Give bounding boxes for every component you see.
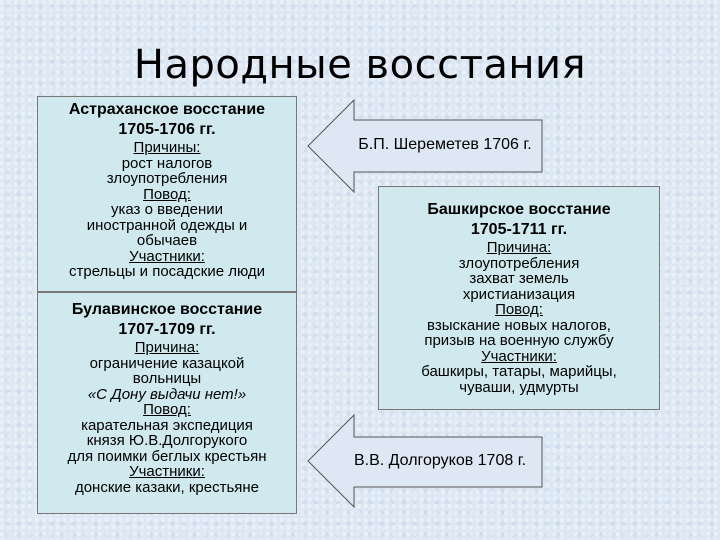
- astrakhan-years: 1705-1706 гг.: [118, 121, 216, 138]
- astrakhan-pretext-line: иностранной одежды и: [86, 216, 248, 234]
- astrakhan-pretext-line: обычаев: [136, 232, 198, 249]
- astrakhan-pretext-label: Повод:: [143, 185, 191, 203]
- bashkir-participants-line: башкиры, татары, марийцы,: [421, 363, 617, 380]
- left-arrow-bottom: [307, 413, 543, 509]
- bulavin-years: 1707-1709 гг.: [118, 321, 216, 338]
- astrakhan-participants-label: Участники:: [129, 247, 205, 265]
- bashkir-pretext-label: Повод:: [495, 301, 543, 318]
- page-title: Народные восстания: [133, 42, 587, 88]
- bashkir-name: Башкирское восстание: [427, 201, 611, 218]
- astrakhan-cause-line: рост налогов: [121, 154, 213, 172]
- bulavin-cause-line: вольницы: [132, 370, 202, 387]
- bulavin-pretext-line: князя Ю.В.Долгорукого: [86, 432, 248, 449]
- bashkir-cause-label: Причина:: [486, 239, 552, 256]
- bulavin-pretext-line: для поимки беглых крестьян: [67, 447, 267, 465]
- bashkir-participants-line: чуваши, удмурты: [459, 378, 579, 396]
- bulavin-cause-line: ограничение казацкой: [89, 354, 245, 372]
- astrakhan-uprising-box: Астраханское восстание 1705-1706 гг. При…: [37, 96, 297, 292]
- bashkir-uprising-box: Башкирское восстание 1705-1711 гг. Причи…: [378, 186, 660, 410]
- bashkir-cause-line: христианизация: [462, 285, 576, 303]
- bashkir-cause-line: захват земель: [469, 270, 569, 287]
- bashkir-years: 1705-1711 гг.: [470, 221, 568, 238]
- astrakhan-cause-line: злоупотребления: [106, 170, 228, 187]
- bashkir-participants-label: Участники:: [481, 347, 557, 365]
- bulavin-uprising-box: Булавинское восстание 1707-1709 гг. Прич…: [37, 292, 297, 514]
- astrakhan-participants: стрельцы и посадские люди: [68, 263, 266, 280]
- bashkir-pretext-line: взыскание новых налогов,: [427, 316, 611, 334]
- left-arrow-top: [307, 98, 543, 194]
- bulavin-slogan: «С Дону выдачи нет!»: [87, 385, 247, 403]
- bulavin-participants-label: Участники:: [129, 463, 205, 480]
- bulavin-pretext-label: Повод:: [143, 401, 191, 418]
- bashkir-pretext-line: призыв на военную службу: [424, 332, 614, 349]
- bulavin-participants: донские казаки, крестьяне: [74, 478, 260, 496]
- bulavin-pretext-line: карательная экспедиция: [81, 416, 253, 434]
- dolgorukov-label: В.В. Долгоруков 1708 г.: [353, 452, 527, 469]
- astrakhan-causes-label: Причины:: [133, 139, 201, 156]
- bashkir-cause-line: злоупотребления: [458, 254, 580, 272]
- bulavin-cause-label: Причина:: [134, 339, 200, 356]
- bulavin-name: Булавинское восстание: [71, 301, 263, 318]
- astrakhan-name: Астраханское восстание: [68, 101, 266, 118]
- astrakhan-pretext-line: указ о введении: [110, 201, 224, 218]
- sheremetev-label: Б.П. Шереметев 1706 г.: [358, 136, 532, 153]
